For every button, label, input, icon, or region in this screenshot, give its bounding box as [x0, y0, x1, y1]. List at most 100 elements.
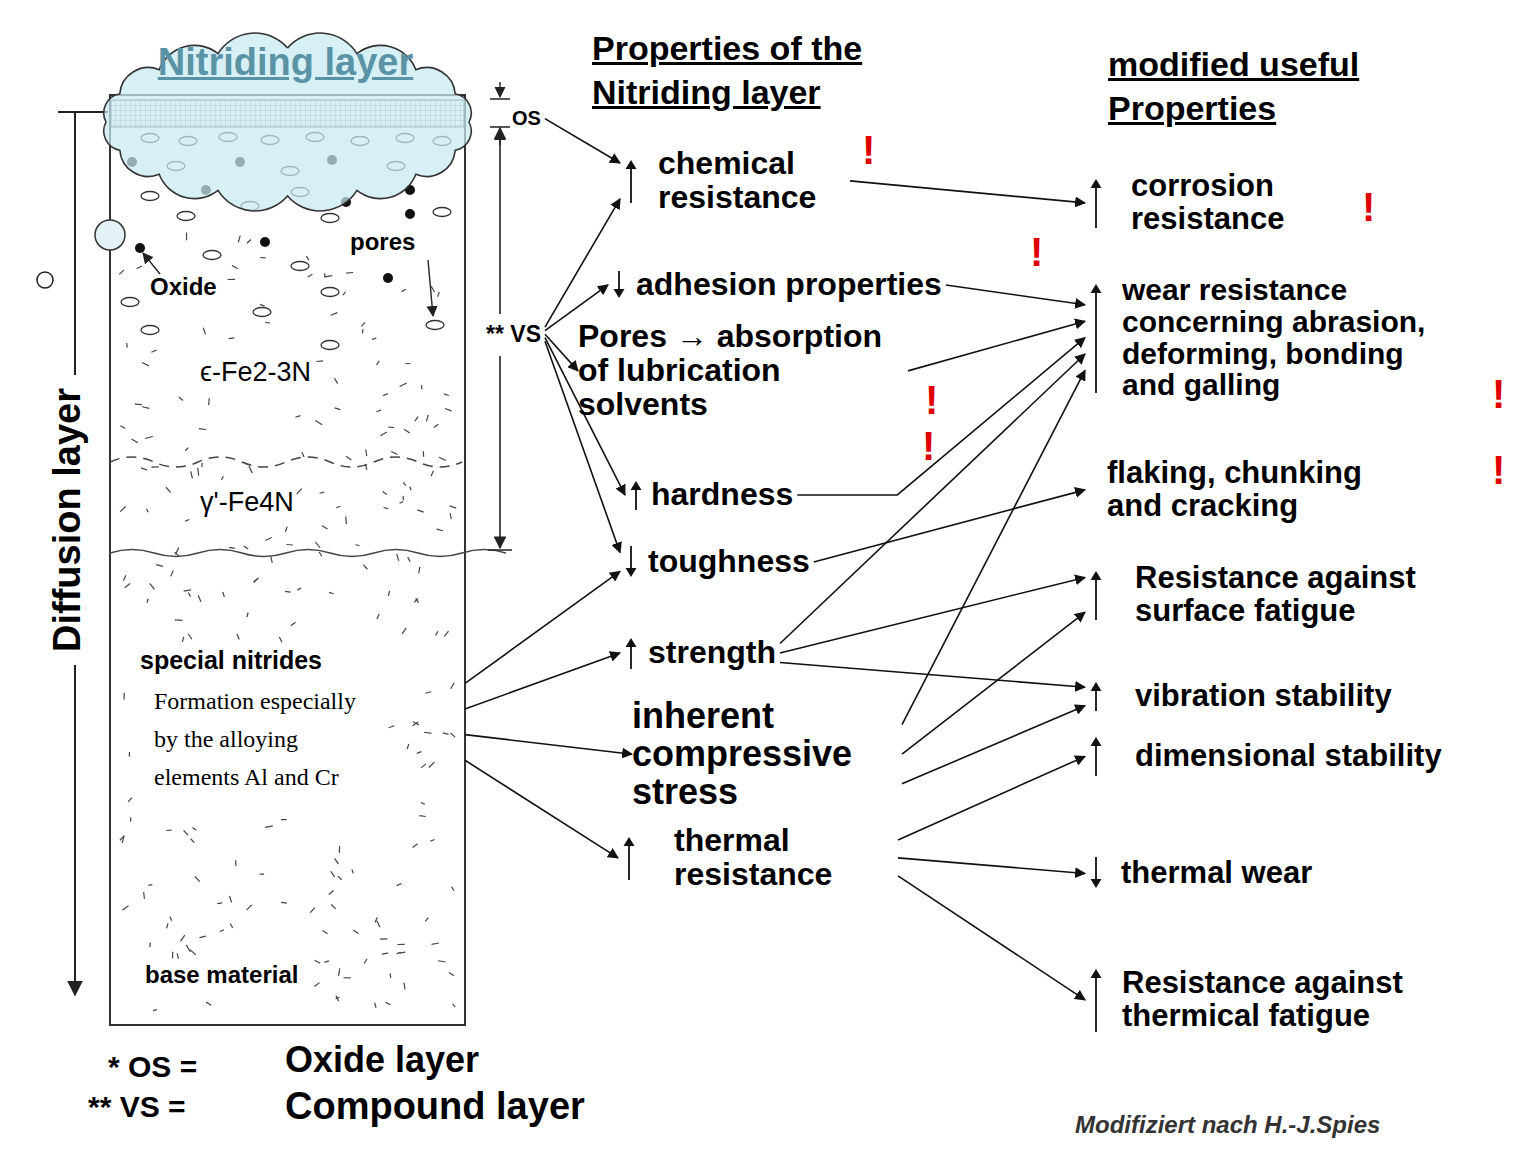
- useful-property: Resistance against surface fatigue: [1085, 560, 1495, 630]
- nitride-precipitate: [423, 451, 424, 457]
- connector-arrow: [898, 858, 1085, 874]
- node-text: corrosion resistance: [1131, 170, 1341, 236]
- nitride-precipitate: [324, 961, 329, 962]
- nitride-precipitate: [400, 383, 407, 386]
- nitride-precipitate: [372, 338, 376, 339]
- arrow-shaft: [1095, 291, 1097, 393]
- nitride-precipitate: [421, 385, 422, 389]
- nitride-precipitate: [386, 1002, 391, 1004]
- nitride-precipitate: [271, 556, 273, 563]
- nitride-precipitate: [230, 896, 232, 903]
- nitride-precipitate: [444, 394, 449, 396]
- nitride-precipitate: [343, 977, 350, 978]
- nitride-precipitate: [247, 240, 251, 244]
- nitride-precipitate: [175, 619, 183, 621]
- nitride-precipitate: [414, 598, 418, 602]
- nitride-precipitate: [314, 983, 319, 987]
- nitride-precipitate: [249, 466, 252, 473]
- zone-block: special nitridesFormation especially by …: [140, 645, 465, 799]
- nitride-precipitate: [265, 826, 273, 828]
- connector-arrow: [465, 653, 620, 709]
- nitride-precipitate: [336, 996, 339, 1002]
- nitride-precipitate: [425, 692, 431, 693]
- connector-arrow: [465, 571, 620, 683]
- nitride-precipitate: [413, 844, 418, 848]
- nitride-precipitate: [325, 276, 333, 277]
- oxide-dimension-arrow: [499, 130, 500, 145]
- pore: [203, 251, 221, 260]
- legend-text: Oxide layer: [285, 1040, 479, 1080]
- nitride-precipitate: [184, 831, 188, 836]
- nitride-precipitate: [419, 815, 425, 817]
- nitride-precipitate: [355, 544, 359, 546]
- emphasis-mark: !: [1030, 230, 1043, 274]
- nitride-precipitate: [331, 871, 335, 877]
- layer-tag: OS: [512, 106, 545, 131]
- nitride-precipitate: [199, 428, 206, 430]
- nitride-precipitate: [201, 463, 203, 467]
- nitride-precipitate: [437, 529, 443, 531]
- nitride-precipitate: [399, 952, 405, 953]
- arrow-head: [1091, 737, 1102, 746]
- increase-arrow: [1089, 283, 1103, 393]
- nitride-precipitate: [167, 923, 168, 928]
- arrow-shaft: [1095, 578, 1097, 620]
- nitride-precipitate: [402, 496, 404, 500]
- nitride-precipitate: [397, 944, 404, 945]
- nitride-precipitate: [221, 476, 223, 480]
- nitride-precipitate: [128, 798, 132, 802]
- nitride-precipitate: [380, 938, 388, 940]
- nitride-precipitate: [450, 513, 451, 519]
- nitride-precipitate: [449, 972, 454, 975]
- node-text: Resistance against surface fatigue: [1135, 562, 1491, 628]
- nitride-precipitate: [338, 876, 342, 880]
- nitride-precipitate: [380, 432, 387, 436]
- nitride-precipitate: [142, 362, 149, 366]
- arrow-head: [624, 837, 635, 846]
- connector-arrow: [465, 735, 632, 755]
- useful-property: dimensional stability: [1085, 738, 1446, 775]
- nitride-precipitate: [417, 752, 422, 754]
- legend-text: Compound layer: [285, 1086, 585, 1128]
- phase-boundary: [110, 457, 462, 467]
- nitride-precipitate: [217, 902, 222, 904]
- arrow-head: [626, 638, 637, 647]
- decrease-arrow: [612, 271, 626, 299]
- nitride-precipitate: [141, 468, 147, 470]
- oxide-particle: [383, 273, 393, 283]
- nitride-precipitate: [383, 394, 388, 396]
- useful-property: Resistance against thermical fatigue: [1085, 965, 1495, 1035]
- nitride-precipitate: [438, 961, 446, 962]
- nitride-precipitate: [120, 506, 125, 511]
- nitride-precipitate: [322, 526, 327, 529]
- nitride-precipitate: [391, 451, 397, 454]
- arrow-head: [1091, 682, 1102, 691]
- nitride-precipitate: [432, 943, 439, 944]
- phase-name: γ'-Fe4N: [200, 488, 294, 518]
- node-text: thermal resistance: [674, 824, 894, 892]
- increase-arrow: [1089, 570, 1103, 620]
- increase-arrow: [1089, 178, 1103, 228]
- nitride-precipitate: [143, 892, 145, 899]
- oxide-dimension-arrow: [499, 82, 500, 97]
- nitride-precipitate: [412, 722, 418, 726]
- node-text: wear resistance concerning abrasion, def…: [1122, 274, 1451, 401]
- nitride-precipitate: [185, 448, 188, 451]
- property-item: strength: [620, 634, 780, 672]
- arrow-shaft: [630, 167, 632, 203]
- nitride-precipitate: [265, 322, 270, 324]
- nitride-precipitate: [247, 613, 248, 618]
- node-text: special nitrides: [140, 647, 461, 674]
- nitride-precipitate: [150, 583, 155, 589]
- nitride-precipitate: [336, 997, 340, 998]
- nitride-precipitate: [397, 884, 402, 886]
- node-text: hardness: [651, 478, 793, 512]
- nitride-precipitate: [153, 1009, 157, 1011]
- nitride-precipitate: [287, 544, 293, 546]
- nitride-precipitate: [193, 827, 197, 830]
- nitride-precipitate: [331, 905, 336, 909]
- arrow-shaft: [635, 488, 637, 510]
- nitride-precipitate: [323, 931, 328, 934]
- pore: [321, 341, 339, 350]
- nitride-precipitate: [125, 584, 130, 588]
